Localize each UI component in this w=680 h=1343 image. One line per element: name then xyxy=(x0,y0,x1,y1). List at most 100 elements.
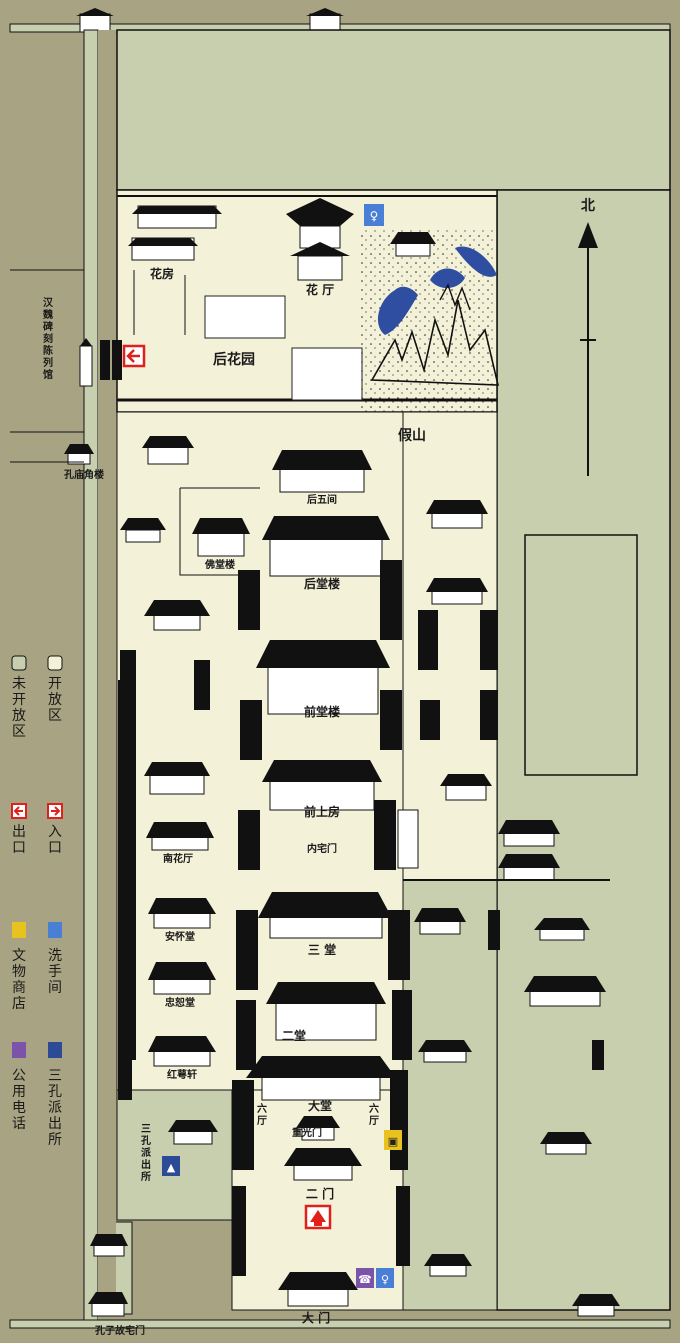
hongeshuan-hall-building xyxy=(148,1036,216,1067)
south-flower-hall-building xyxy=(146,822,214,851)
east-courtyard-buildings xyxy=(414,500,620,1317)
main-gate-label: 大 门 xyxy=(302,1310,330,1325)
flower-hall-label: 花 厅 xyxy=(306,282,334,297)
svg-text:用: 用 xyxy=(12,1084,26,1100)
svg-text:陈: 陈 xyxy=(43,344,53,357)
svg-text:开: 开 xyxy=(48,676,62,692)
svg-text:六: 六 xyxy=(257,1102,267,1115)
flower-house-label: 花房 xyxy=(150,266,174,281)
west-outer-wall xyxy=(83,29,99,1321)
svg-text:出: 出 xyxy=(141,1158,151,1171)
svg-text:派: 派 xyxy=(141,1147,152,1159)
svg-text:文: 文 xyxy=(12,948,26,964)
second-gate-label: 二 门 xyxy=(306,1186,334,1201)
unopened-area-southwest xyxy=(116,1089,233,1221)
svg-text:三: 三 xyxy=(141,1123,151,1135)
phone-icon[interactable]: ☎ xyxy=(356,1268,374,1288)
south-wall xyxy=(9,1319,671,1329)
flower-hall-building xyxy=(286,198,354,281)
west-courtyard-building-2 xyxy=(144,762,210,795)
svg-text:放: 放 xyxy=(12,708,26,724)
great-hall-building xyxy=(246,1056,396,1101)
svg-text:孔: 孔 xyxy=(141,1134,151,1147)
svg-text:区: 区 xyxy=(12,724,26,740)
route-guide-lines xyxy=(133,270,260,576)
unopened-courtyard-east xyxy=(524,534,638,776)
rear-five-bay-label: 后五间 xyxy=(307,493,337,506)
residence-building xyxy=(88,1234,128,1317)
legend-exit: 出 口 xyxy=(11,803,27,856)
toilet-icon[interactable]: ♀ xyxy=(364,204,384,226)
svg-text:♀: ♀ xyxy=(381,1273,389,1286)
west-courtyard-building-4 xyxy=(142,436,194,465)
svg-text:间: 间 xyxy=(48,980,62,996)
inner-residence-gate-label: 内宅门 xyxy=(307,842,337,855)
police-station-map-label: 三 孔 派 出 所 xyxy=(141,1123,152,1183)
svg-text:出: 出 xyxy=(12,824,26,840)
svg-text:话: 话 xyxy=(12,1116,26,1132)
front-upper-house-label: 前上房 xyxy=(304,804,340,819)
svg-text:☎: ☎ xyxy=(358,1273,372,1286)
third-hall-building xyxy=(258,892,392,939)
legend-shop: 文 物 商 店 xyxy=(12,922,26,1012)
legend-phone: 公 用 电 话 xyxy=(12,1042,26,1132)
corner-tower-building xyxy=(64,444,94,465)
confucius-residence-gate-label: 孔子故宅门 xyxy=(95,1324,145,1337)
exit-marker[interactable] xyxy=(122,344,146,368)
svg-text:魏: 魏 xyxy=(42,308,53,321)
rear-five-bay-building xyxy=(272,450,372,493)
svg-text:店: 店 xyxy=(12,996,26,1012)
svg-text:物: 物 xyxy=(12,964,26,980)
svg-text:刻: 刻 xyxy=(43,332,53,345)
garden-pond-left xyxy=(204,295,286,339)
hongeshuan-label: 红萼轩 xyxy=(167,1068,197,1081)
legend: 未 开 放 区 开 放 区 出 口 入 口 文 物 商 店 xyxy=(11,655,63,1148)
svg-text:放: 放 xyxy=(48,692,62,708)
entrance-marker[interactable] xyxy=(304,1204,332,1230)
front-hall-tower-building xyxy=(256,640,390,715)
shop-icon[interactable]: ▣ xyxy=(384,1130,402,1150)
svg-text:♀: ♀ xyxy=(370,209,379,223)
svg-text:所: 所 xyxy=(141,1170,151,1183)
svg-text:孔: 孔 xyxy=(48,1084,62,1100)
svg-text:口: 口 xyxy=(48,840,62,856)
rear-hall-tower-label: 后堂楼 xyxy=(304,576,340,591)
stele-exhibition-label: 汉 魏 碑 刻 陈 列 馆 xyxy=(42,296,54,381)
unopened-area-north xyxy=(116,29,671,191)
svg-text:厅: 厅 xyxy=(369,1115,379,1127)
third-hall-label: 三 堂 xyxy=(308,942,336,957)
svg-text:汉: 汉 xyxy=(43,296,54,309)
buddha-hall-tower-building xyxy=(192,518,250,557)
svg-text:碑: 碑 xyxy=(43,320,53,333)
svg-text:口: 口 xyxy=(12,840,26,856)
toilet-icon-south[interactable]: ♀ xyxy=(376,1268,394,1288)
legend-entrance: 入 口 xyxy=(47,803,63,856)
anhuai-hall-label: 安怀堂 xyxy=(165,930,195,943)
north-gate-right xyxy=(306,8,344,33)
main-gate-building xyxy=(278,1272,358,1307)
legend-toilet: 洗 手 间 xyxy=(48,922,62,996)
buddha-hall-tower-label: 佛堂楼 xyxy=(204,558,235,571)
svg-text:出: 出 xyxy=(48,1116,62,1132)
svg-text:派: 派 xyxy=(48,1100,62,1116)
zhongshu-hall-building xyxy=(148,962,216,995)
rockery-label: 假山 xyxy=(398,427,426,444)
garden-pavilion xyxy=(390,232,436,257)
east-small-building xyxy=(397,809,419,869)
west-lane xyxy=(98,30,116,1320)
svg-text:▣: ▣ xyxy=(388,1135,398,1148)
anhuai-hall-building xyxy=(148,898,216,929)
svg-text:厅: 厅 xyxy=(257,1115,267,1127)
svg-text:手: 手 xyxy=(48,964,62,980)
svg-text:所: 所 xyxy=(48,1132,62,1148)
flower-house-building xyxy=(128,205,222,261)
six-hall-east-label: 六 厅 xyxy=(369,1102,379,1127)
svg-text:三: 三 xyxy=(48,1068,62,1084)
police-icon[interactable]: ▲ xyxy=(162,1156,180,1176)
unopened-area-southeast xyxy=(402,879,498,1311)
svg-text:洗: 洗 xyxy=(48,948,62,964)
svg-text:公: 公 xyxy=(12,1068,26,1084)
west-courtyard-building-3 xyxy=(120,518,166,543)
svg-text:列: 列 xyxy=(43,356,53,369)
